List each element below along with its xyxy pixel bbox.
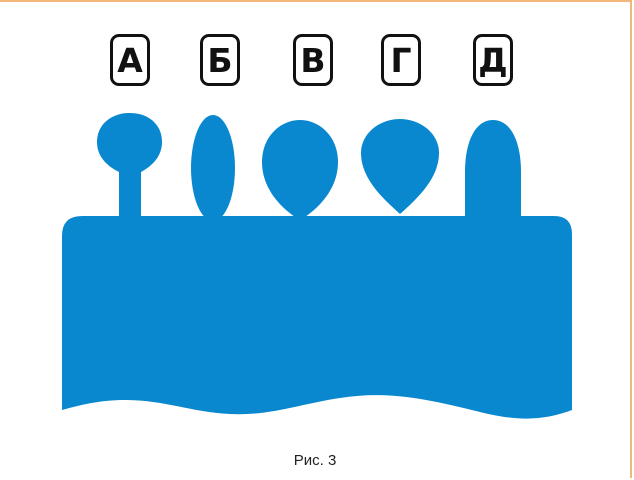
figure-caption: Рис. 3 [293, 452, 337, 469]
label-g: Г [381, 34, 421, 86]
label-b: Б [200, 34, 240, 86]
diagram-drawing [62, 113, 572, 419]
label-d: Д [473, 34, 513, 86]
label-a: А [110, 34, 150, 86]
shape-a-ball-on-stem [97, 113, 162, 218]
label-v: В [293, 34, 333, 86]
base-block [62, 216, 572, 419]
shape-g-pointed-drop [361, 119, 439, 214]
shape-b-narrow-ellipse [191, 115, 235, 221]
shape-group [62, 113, 572, 419]
shape-v-round-drop [262, 120, 338, 220]
shape-d-tall-bullet [465, 120, 521, 222]
